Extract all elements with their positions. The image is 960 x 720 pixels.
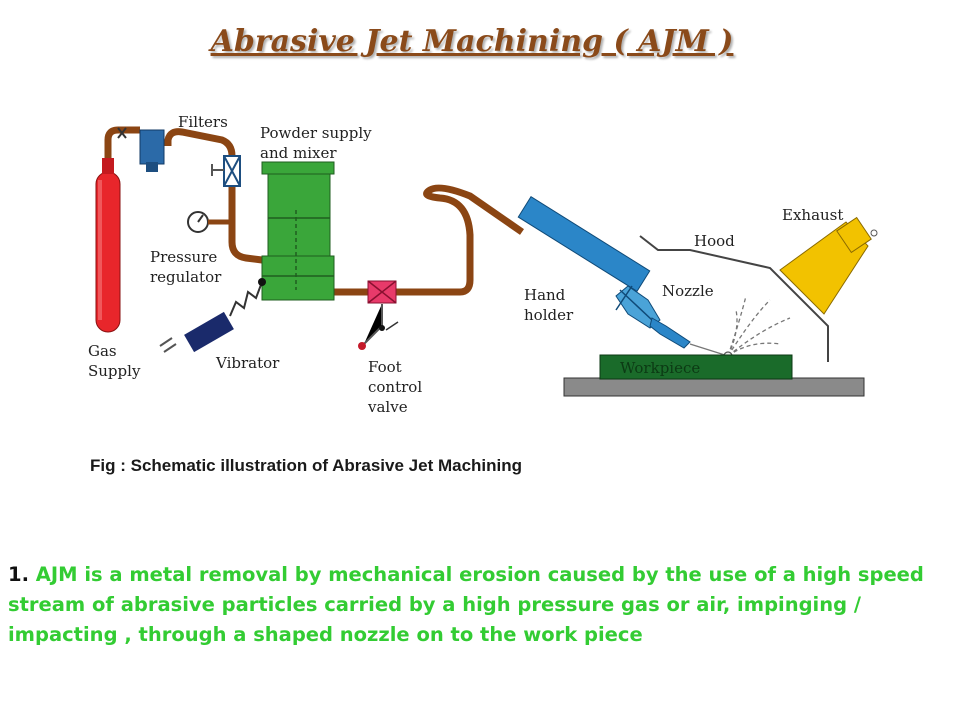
powder-mixer: [261, 161, 335, 301]
paragraph-number: 1.: [8, 563, 29, 586]
abrasive-jet-spray: [689, 295, 791, 361]
label-gas: Gas: [88, 342, 117, 360]
label-hood: Hood: [694, 232, 735, 250]
label-workpiece: Workpiece: [620, 359, 700, 377]
label-nozzle: Nozzle: [662, 282, 714, 300]
figure-caption: Fig : Schematic illustration of Abrasive…: [90, 456, 523, 475]
label-foot: Foot: [368, 358, 402, 376]
filter-pipe: [164, 128, 263, 264]
filter: [139, 129, 165, 172]
hood: [639, 235, 829, 362]
paragraph-text: AJM is a metal removal by mechanical ero…: [8, 563, 924, 646]
nozzle: [615, 285, 691, 349]
label-supply: Supply: [88, 362, 141, 380]
label-control: control: [368, 378, 422, 396]
label-pressure: Pressure: [150, 248, 217, 266]
gas-supply-pipe: [104, 126, 140, 168]
page-title: Abrasive Jet Machining ( AJM ): [210, 24, 734, 59]
filter-valve: [211, 155, 241, 187]
label-hand: Hand: [524, 286, 566, 304]
description-paragraph: 1. AJM is a metal removal by mechanical …: [8, 560, 948, 650]
label-vibrator: Vibrator: [215, 354, 280, 372]
label-regulator: regulator: [150, 268, 222, 286]
foot-control-valve: [358, 280, 399, 350]
label-holder: holder: [524, 306, 574, 324]
gas-cylinder: [95, 127, 127, 333]
worktable: [563, 377, 865, 397]
hand-holder: [517, 196, 651, 292]
exhaust-funnel: [779, 216, 878, 315]
vibrator: [159, 278, 266, 353]
label-powder-supply: Powder supply: [260, 124, 372, 142]
label-exhaust: Exhaust: [782, 206, 843, 224]
workpiece: [599, 354, 793, 380]
label-valve: valve: [367, 398, 408, 416]
pressure-gauge: [187, 211, 232, 233]
label-and-mixer: and mixer: [260, 144, 337, 162]
label-filters: Filters: [178, 113, 228, 131]
mixer-outlet-pipe: [334, 184, 524, 296]
